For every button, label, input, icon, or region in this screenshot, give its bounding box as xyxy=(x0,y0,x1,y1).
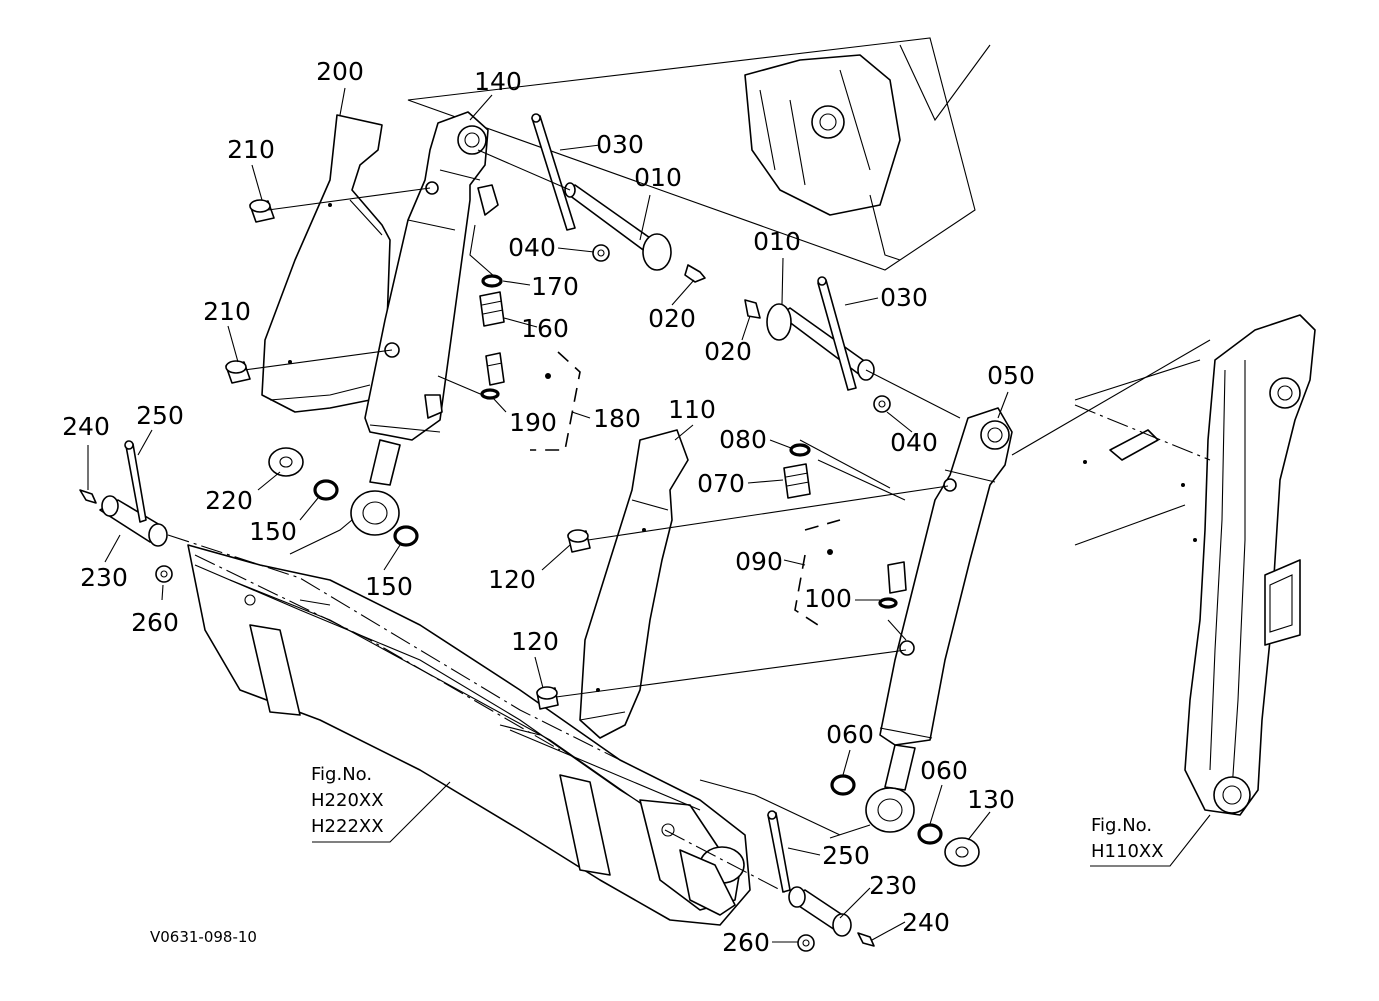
label-100: 100 xyxy=(804,584,852,613)
label-040-right: 040 xyxy=(890,428,938,457)
part-labels: 200 140 210 030 010 040 170 210 020 160 … xyxy=(62,57,1035,957)
label-150-right: 150 xyxy=(365,572,413,601)
label-130: 130 xyxy=(967,785,1015,814)
figure-ref-left: Fig.No. H220XX H222XX xyxy=(311,764,384,837)
label-080: 080 xyxy=(719,425,767,454)
label-020-right: 020 xyxy=(704,337,752,366)
pin-assembly-right xyxy=(744,276,891,413)
label-200: 200 xyxy=(316,57,364,86)
label-210-top: 210 xyxy=(227,135,275,164)
cylinder-cover-110 xyxy=(579,429,689,739)
label-020-left: 020 xyxy=(648,304,696,333)
fig-left-line2: H220XX xyxy=(311,790,384,811)
label-090: 090 xyxy=(735,547,783,576)
label-250-right: 250 xyxy=(822,841,870,870)
label-170: 170 xyxy=(531,272,579,301)
label-050: 050 xyxy=(987,361,1035,390)
label-120-top: 120 xyxy=(488,565,536,594)
fig-right-line2: H110XX xyxy=(1091,841,1164,862)
fig-left-line3: H222XX xyxy=(311,816,384,837)
figure-ref-right: Fig.No. H110XX xyxy=(1091,815,1164,862)
label-250-left: 250 xyxy=(136,401,184,430)
label-010-left: 010 xyxy=(634,163,682,192)
drawing-code: V0631-098-10 xyxy=(150,928,257,946)
label-110: 110 xyxy=(668,395,716,424)
label-070: 070 xyxy=(697,469,745,498)
label-140: 140 xyxy=(474,67,522,96)
label-040-left: 040 xyxy=(508,233,556,262)
label-010-right: 010 xyxy=(753,227,801,256)
label-160: 160 xyxy=(521,314,569,343)
label-230-left: 230 xyxy=(80,563,128,592)
figure-reference-leaders xyxy=(312,781,1211,867)
hydraulic-cylinder-050 xyxy=(865,407,1013,833)
cylinder-cover-200 xyxy=(261,114,391,413)
fittings-right xyxy=(783,443,907,626)
pin-assembly-left xyxy=(531,113,706,283)
label-260-right: 260 xyxy=(722,928,770,957)
washers-and-rings xyxy=(268,447,980,867)
label-150-left: 150 xyxy=(249,517,297,546)
label-260-left: 260 xyxy=(131,608,179,637)
label-240-left: 240 xyxy=(62,412,110,441)
label-030-right: 030 xyxy=(880,283,928,312)
label-190: 190 xyxy=(509,408,557,437)
label-120-bottom: 120 xyxy=(511,627,559,656)
fig-left-line1: Fig.No. xyxy=(311,764,372,785)
label-230-right: 230 xyxy=(869,871,917,900)
label-060-left: 060 xyxy=(826,720,874,749)
label-180: 180 xyxy=(593,404,641,433)
assembly-lines xyxy=(167,149,1211,896)
caps-210-120 xyxy=(225,199,591,710)
label-220: 220 xyxy=(205,486,253,515)
label-060-right: 060 xyxy=(920,756,968,785)
label-210-bottom: 210 xyxy=(203,297,251,326)
leader-lines xyxy=(87,87,1009,943)
fig-right-line1: Fig.No. xyxy=(1091,815,1152,836)
pin-230-left xyxy=(79,440,173,583)
label-240-right: 240 xyxy=(902,908,950,937)
fittings-left xyxy=(437,224,581,451)
loader-frame-top-right xyxy=(407,37,991,271)
pin-230-right xyxy=(767,810,875,952)
boom-arm-right xyxy=(1074,314,1316,816)
label-030-left: 030 xyxy=(596,130,644,159)
boom-arm-left xyxy=(187,544,751,926)
